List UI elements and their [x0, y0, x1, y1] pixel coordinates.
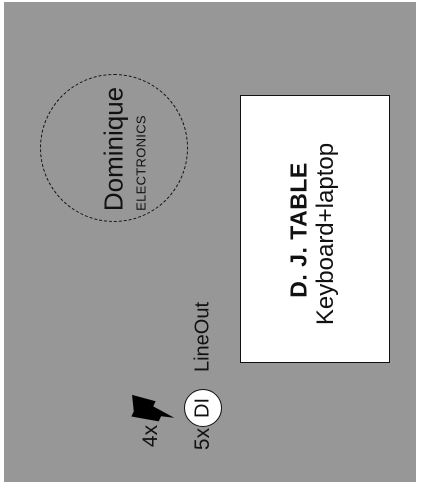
di-circle [184, 389, 222, 427]
stage-plot: Dominique ELECTRONICS D. J. TABLE Keyboa… [4, 2, 416, 482]
logo-circle [40, 74, 188, 222]
di-count: 5x [191, 427, 214, 451]
logo-name: Dominique [98, 86, 129, 212]
lightning-bolt-icon [131, 394, 174, 422]
dj-table-box [240, 95, 390, 363]
power-count: 4x [139, 424, 162, 448]
logo-subtitle: ELECTRONICS [133, 115, 149, 211]
lineout-label: LineOut [191, 301, 214, 373]
dj-table-title: D. J. TABLE [285, 162, 312, 298]
dj-table-subtitle: Keyboard+laptop [312, 142, 339, 326]
di-label: DI [191, 398, 214, 418]
